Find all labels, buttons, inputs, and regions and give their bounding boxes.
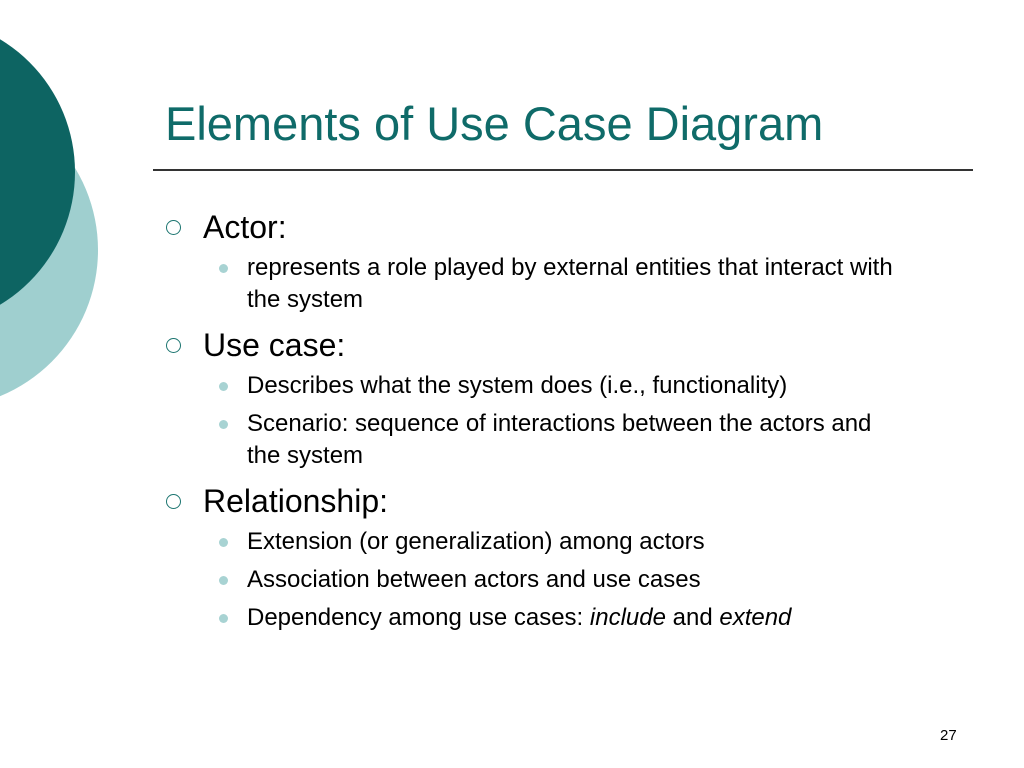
- slide-title: Elements of Use Case Diagram: [165, 97, 824, 150]
- extend-keyword: extend: [719, 604, 792, 631]
- section-relationship: Relationship:: [160, 482, 960, 520]
- dot-bullet-icon: [219, 382, 228, 391]
- page-number: 27: [940, 727, 957, 744]
- decorative-circles: [0, 39, 98, 397]
- section-actor: Actor:: [160, 208, 960, 246]
- list-item: Association between actors and use cases: [219, 564, 960, 596]
- include-keyword: include: [589, 604, 666, 631]
- dark-teal-circle: [0, 39, 75, 305]
- list-item: Describes what the system does (i.e., fu…: [219, 370, 960, 402]
- list-item: Extension (or generalization) among acto…: [219, 526, 960, 558]
- list-item-text: Scenario: sequence of interactions betwe…: [247, 410, 872, 469]
- dot-bullet-icon: [219, 576, 228, 585]
- dot-bullet-icon: [219, 264, 228, 273]
- hollow-circle-bullet-icon: [166, 220, 181, 235]
- hollow-circle-bullet-icon: [166, 494, 181, 509]
- dependency-prefix: Dependency among use cases:: [247, 604, 590, 631]
- list-item: represents a role played by external ent…: [219, 252, 960, 316]
- list-item-dependency: Dependency among use cases: include and …: [219, 602, 960, 634]
- hollow-circle-bullet-icon: [166, 338, 181, 353]
- dependency-conjunction: and: [665, 604, 720, 631]
- list-item: Scenario: sequence of interactions betwe…: [219, 408, 960, 472]
- section-heading: Use case:: [203, 327, 346, 363]
- dot-bullet-icon: [219, 420, 228, 429]
- section-heading: Relationship:: [203, 483, 388, 519]
- list-item-text: Describes what the system does (i.e., fu…: [247, 372, 788, 399]
- dot-bullet-icon: [219, 614, 228, 623]
- title-divider: [153, 169, 973, 171]
- list-item-text: Association between actors and use cases: [247, 566, 701, 593]
- slide-body: Actor: represents a role played by exter…: [160, 208, 960, 634]
- section-heading: Actor:: [203, 209, 287, 245]
- section-use-case: Use case:: [160, 326, 960, 364]
- dot-bullet-icon: [219, 538, 228, 547]
- list-item-text: Extension (or generalization) among acto…: [247, 528, 705, 555]
- list-item-text: represents a role played by external ent…: [247, 254, 893, 313]
